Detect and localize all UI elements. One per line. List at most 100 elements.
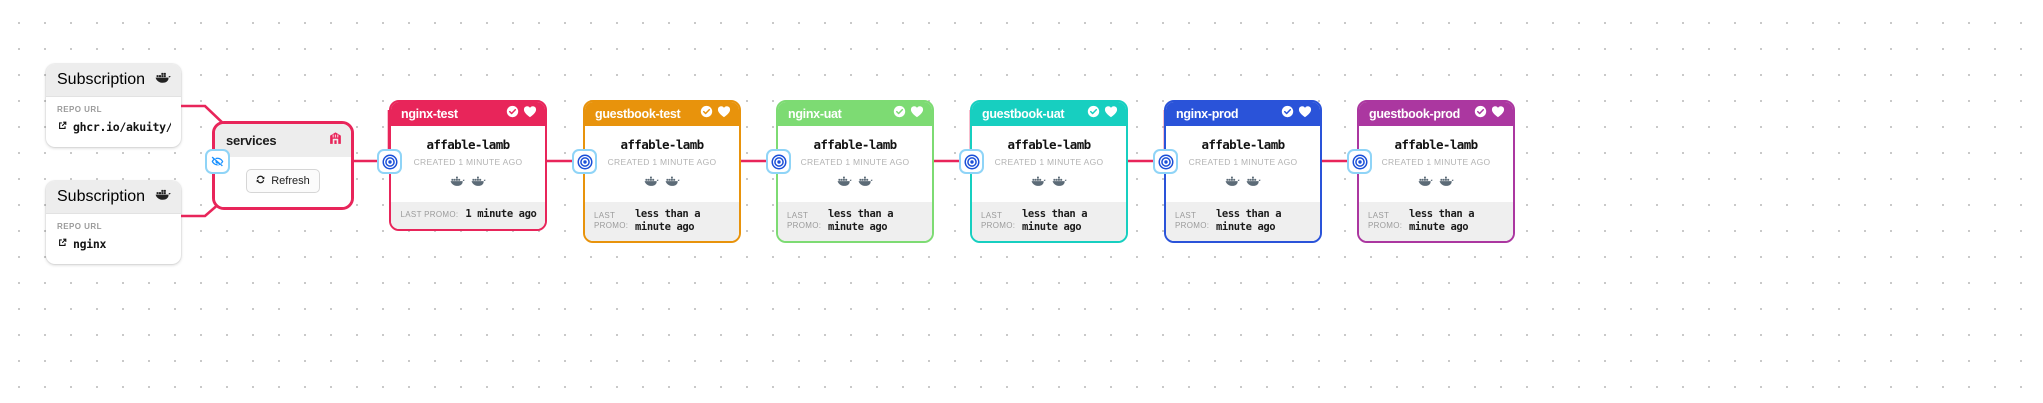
subscription-body: REPO URL ghcr.io/akuity/g… (46, 97, 181, 147)
stage-body: affable-lamb CREATED 1 MINUTE AGO (972, 126, 1126, 202)
subscription-header: Subscription (46, 64, 181, 97)
check-circle-icon[interactable] (700, 105, 713, 123)
subscription-title: Subscription (57, 188, 146, 205)
heart-icon[interactable] (910, 105, 924, 123)
stage-name: nginx-uat (788, 107, 842, 121)
docker-icon (1246, 174, 1261, 192)
docker-icon (155, 71, 171, 89)
docker-icon (1031, 174, 1046, 192)
heart-icon[interactable] (717, 105, 731, 123)
heart-icon[interactable] (1298, 105, 1312, 123)
warehouse-header: services (215, 124, 351, 157)
last-promo-footer: LAST PROMO: less than a minute ago (972, 202, 1126, 242)
freight-name: affable-lamb (1394, 137, 1478, 152)
stage-body: affable-lamb CREATED 1 MINUTE AGO (778, 126, 932, 202)
stage-name: guestbook-prod (1369, 107, 1460, 121)
last-promo-label: LAST PROMO: (400, 210, 459, 219)
refresh-icon (255, 174, 266, 188)
external-link-icon (57, 118, 68, 136)
stage-name: guestbook-uat (982, 107, 1065, 121)
freight-name: affable-lamb (813, 137, 897, 152)
check-circle-icon[interactable] (1281, 105, 1294, 123)
freight-created: CREATED 1 MINUTE AGO (1188, 157, 1298, 167)
stage-body: affable-lamb CREATED 1 MINUTE AGO (1359, 126, 1513, 202)
heart-icon[interactable] (1104, 105, 1118, 123)
promotion-target-icon[interactable] (1153, 149, 1178, 174)
stage-card-nginx-uat[interactable]: nginx-uat affable-lamb CREATED 1 MINUTE … (776, 100, 934, 244)
stage-card-guestbook-uat[interactable]: guestbook-uat affable-lamb CREATED 1 MIN… (970, 100, 1128, 244)
stage-header: nginx-uat (778, 102, 932, 126)
last-promo-value: less than a minute ago (635, 208, 701, 234)
freight-name: affable-lamb (1201, 137, 1285, 152)
heart-icon[interactable] (1491, 105, 1505, 123)
promotion-target-icon[interactable] (766, 149, 791, 174)
check-circle-icon[interactable] (893, 105, 906, 123)
external-link-icon (57, 235, 68, 253)
check-circle-icon[interactable] (506, 105, 519, 123)
stage-header: nginx-test (391, 102, 545, 126)
freight-images (784, 174, 926, 192)
refresh-label: Refresh (271, 174, 310, 187)
refresh-button[interactable]: Refresh (246, 169, 320, 193)
freight-images (591, 174, 733, 192)
promotion-target-icon[interactable] (377, 149, 402, 174)
freight-name: affable-lamb (1007, 137, 1091, 152)
last-promo-label: LAST PROMO: (1175, 211, 1210, 231)
docker-icon (1052, 174, 1067, 192)
stage-header: guestbook-test (585, 102, 739, 126)
stage-card-nginx-test[interactable]: nginx-test affable-lamb CREATED 1 MINUTE… (389, 100, 547, 231)
stage-name: nginx-test (401, 107, 458, 121)
last-promo-footer: LAST PROMO: less than a minute ago (1166, 202, 1320, 242)
warehouse-body: Refresh (215, 157, 351, 207)
repo-url-value: ghcr.io/akuity/g… (73, 120, 171, 134)
stage-card-guestbook-test[interactable]: guestbook-test affable-lamb CREATED 1 MI… (583, 100, 741, 244)
last-promo-footer: LAST PROMO: 1 minute ago (391, 202, 545, 229)
subscription-card[interactable]: Subscription REPO URL (46, 181, 181, 264)
docker-icon (1418, 174, 1433, 192)
stage-name: guestbook-test (595, 107, 681, 121)
check-circle-icon[interactable] (1474, 105, 1487, 123)
stage-header: guestbook-prod (1359, 102, 1513, 126)
last-promo-label: LAST PROMO: (981, 211, 1016, 231)
last-promo-value: 1 minute ago (465, 208, 537, 221)
docker-icon (858, 174, 873, 192)
stage-body: affable-lamb CREATED 1 MINUTE AGO (1166, 126, 1320, 202)
docker-icon (644, 174, 659, 192)
last-promo-label: LAST PROMO: (1368, 211, 1403, 231)
freight-name: affable-lamb (620, 137, 704, 152)
last-promo-footer: LAST PROMO: less than a minute ago (778, 202, 932, 242)
subscription-card[interactable]: Subscription REPO URL (46, 64, 181, 147)
freight-images (978, 174, 1120, 192)
docker-icon (155, 188, 171, 206)
docker-icon (665, 174, 680, 192)
promotion-target-icon[interactable] (1347, 149, 1372, 174)
last-promo-value: less than a minute ago (1022, 208, 1088, 234)
stage-card-guestbook-prod[interactable]: guestbook-prod affable-lamb CREATED 1 MI… (1357, 100, 1515, 244)
heart-icon[interactable] (523, 105, 537, 123)
last-promo-label: LAST PROMO: (787, 211, 822, 231)
promotion-target-icon[interactable] (572, 149, 597, 174)
freight-created: CREATED 1 MINUTE AGO (413, 157, 523, 167)
repo-url-label: REPO URL (57, 222, 102, 231)
docker-icon (1439, 174, 1454, 192)
subscription-title: Subscription (57, 71, 146, 88)
promotion-target-icon[interactable] (959, 149, 984, 174)
stage-header: nginx-prod (1166, 102, 1320, 126)
repo-url-row[interactable]: nginx (57, 235, 171, 253)
freight-images (1172, 174, 1314, 192)
last-promo-footer: LAST PROMO: less than a minute ago (1359, 202, 1513, 242)
last-promo-value: less than a minute ago (1409, 208, 1475, 234)
repo-url-value: nginx (73, 237, 107, 251)
freight-created: CREATED 1 MINUTE AGO (607, 157, 717, 167)
stage-card-nginx-prod[interactable]: nginx-prod affable-lamb CREATED 1 MINUTE… (1164, 100, 1322, 244)
warehouse-node[interactable]: services (212, 121, 354, 210)
freight-created: CREATED 1 MINUTE AGO (800, 157, 910, 167)
eye-off-icon[interactable] (205, 149, 230, 174)
docker-icon (1225, 174, 1240, 192)
check-circle-icon[interactable] (1087, 105, 1100, 123)
freight-created: CREATED 1 MINUTE AGO (994, 157, 1104, 167)
last-promo-value: less than a minute ago (1216, 208, 1282, 234)
repo-url-row[interactable]: ghcr.io/akuity/g… (57, 118, 171, 136)
warehouse-icon (329, 131, 342, 150)
